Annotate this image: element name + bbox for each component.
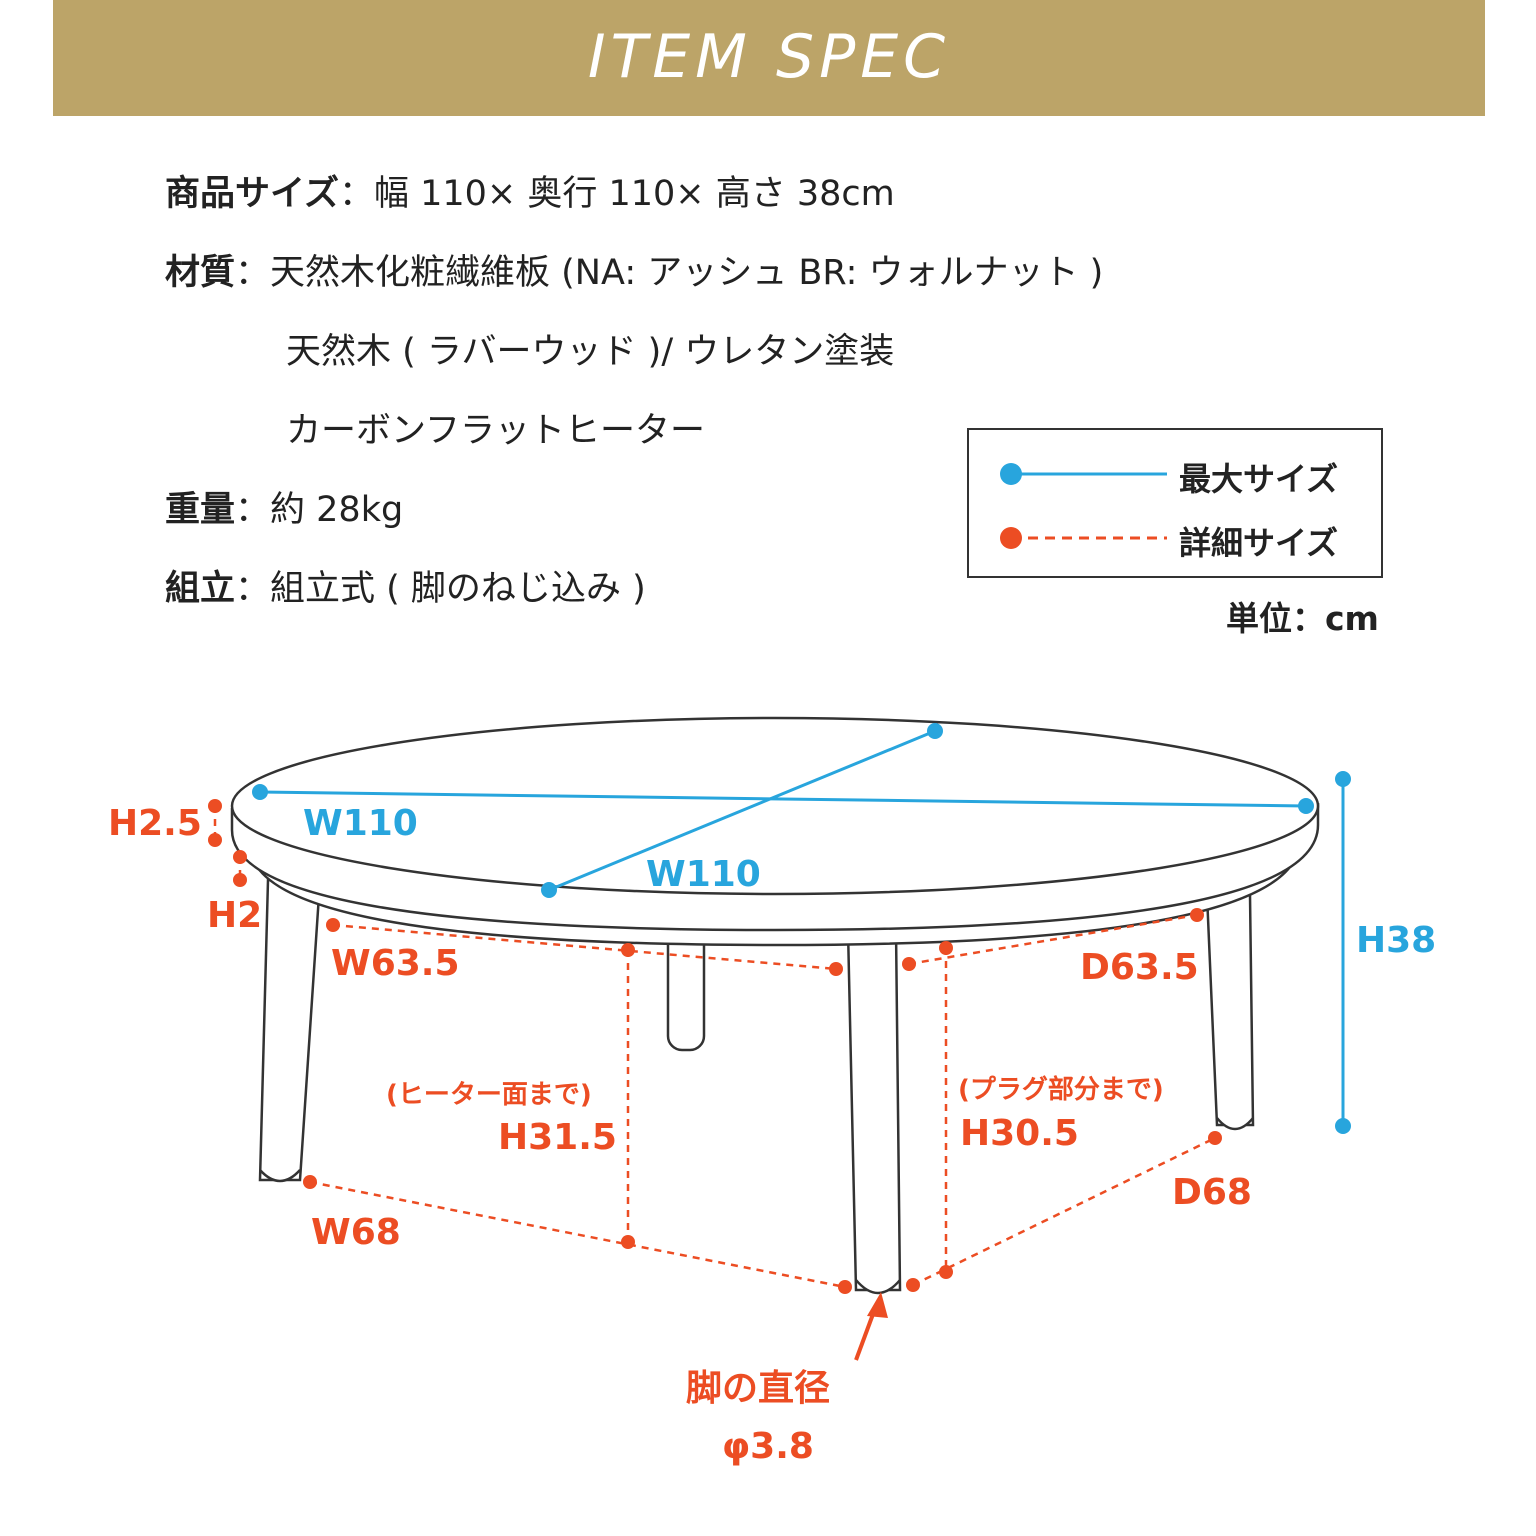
spec-weight-label: 重量 <box>165 490 236 530</box>
depth-line <box>548 729 936 892</box>
detail-lines <box>213 806 1216 1289</box>
leg-diameter-title: 脚の直径 <box>686 1368 830 1409</box>
back-leg <box>666 928 706 1052</box>
spec-material: 材質：天然木化粧繊維板 (NA: アッシュ BR: ウォルナット ) <box>165 251 1103 295</box>
legend-max-label: 最大サイズ <box>1179 460 1339 498</box>
legend-swatches <box>1000 463 1167 549</box>
depth-label: W110 <box>646 854 761 895</box>
depth-dot-front <box>541 882 557 898</box>
inner-width-label: W63.5 <box>331 943 460 984</box>
spec-separator: ： <box>338 174 374 214</box>
depth-dot-back <box>927 723 943 739</box>
height-label: H38 <box>1356 920 1436 961</box>
spec-size: 商品サイズ：幅 110× 奥行 110× 高さ 38cm <box>165 172 895 216</box>
spec-assembly-label: 組立 <box>165 569 236 609</box>
front-leg-foot <box>855 1279 901 1295</box>
plug-note: (プラグ部分まで) <box>958 1075 1164 1105</box>
spec-separator: ： <box>235 253 271 293</box>
top-thickness-label: H2.5 <box>108 803 202 844</box>
frame-thickness-label: H2 <box>207 895 262 936</box>
spec-material-label: 材質 <box>165 253 236 293</box>
diameter-arrow-head <box>867 1292 888 1318</box>
right-leg-foot <box>1216 1117 1254 1131</box>
front-leg <box>846 928 902 1292</box>
left-leg <box>258 878 322 1182</box>
spec-material-line1: 天然木化粧繊維板 (NA: アッシュ BR: ウォルナット ) <box>270 253 1104 293</box>
legend-detail-label: 詳細サイズ <box>1179 524 1339 562</box>
header-banner: ITEM SPEC <box>53 0 1485 116</box>
spec-material-line3: カーボンフラットヒーター <box>286 411 705 451</box>
height-dot-bottom <box>1335 1118 1351 1134</box>
heater-height-label: H31.5 <box>498 1117 617 1158</box>
spec-assembly-value: 組立式 ( 脚のねじ込み ) <box>270 569 646 609</box>
page-title: ITEM SPEC <box>587 22 951 92</box>
height-dot-top <box>1335 771 1351 787</box>
width-dot-left <box>252 784 268 800</box>
detail-dots <box>208 799 1222 1294</box>
spec-weight: 重量：約 28kg <box>165 488 403 532</box>
leg-diameter-value: φ3.8 <box>722 1426 814 1467</box>
spec-material-line2: 天然木 ( ラバーウッド )/ ウレタン塗装 <box>286 332 895 372</box>
heater-note: (ヒーター面まで) <box>386 1080 592 1110</box>
tabletop <box>230 716 1320 896</box>
legend-detail-dot <box>1000 527 1022 549</box>
spec-size-label: 商品サイズ <box>165 174 339 214</box>
spec-separator: ： <box>235 569 271 609</box>
legend-max-dot <box>1000 463 1022 485</box>
spec-separator: ： <box>235 490 271 530</box>
left-leg-foot <box>259 1169 301 1183</box>
spec-size-value: 幅 110× 奥行 110× 高さ 38cm <box>373 174 895 214</box>
legend: 最大サイズ 詳細サイズ <box>967 428 1383 578</box>
inner-depth-label: D63.5 <box>1080 947 1199 988</box>
leg-depth-label: D68 <box>1172 1172 1252 1213</box>
unit-label: 単位：cm <box>1226 599 1379 638</box>
right-leg <box>1205 893 1255 1127</box>
leg-width-label: W68 <box>311 1212 401 1253</box>
plug-height-label: H30.5 <box>960 1113 1079 1154</box>
spec-assembly: 組立：組立式 ( 脚のねじ込み ) <box>165 567 646 611</box>
width-dot-right <box>1298 798 1314 814</box>
width-line <box>259 790 1307 808</box>
spec-weight-value: 約 28kg <box>270 490 404 530</box>
width-label: W110 <box>303 803 418 844</box>
